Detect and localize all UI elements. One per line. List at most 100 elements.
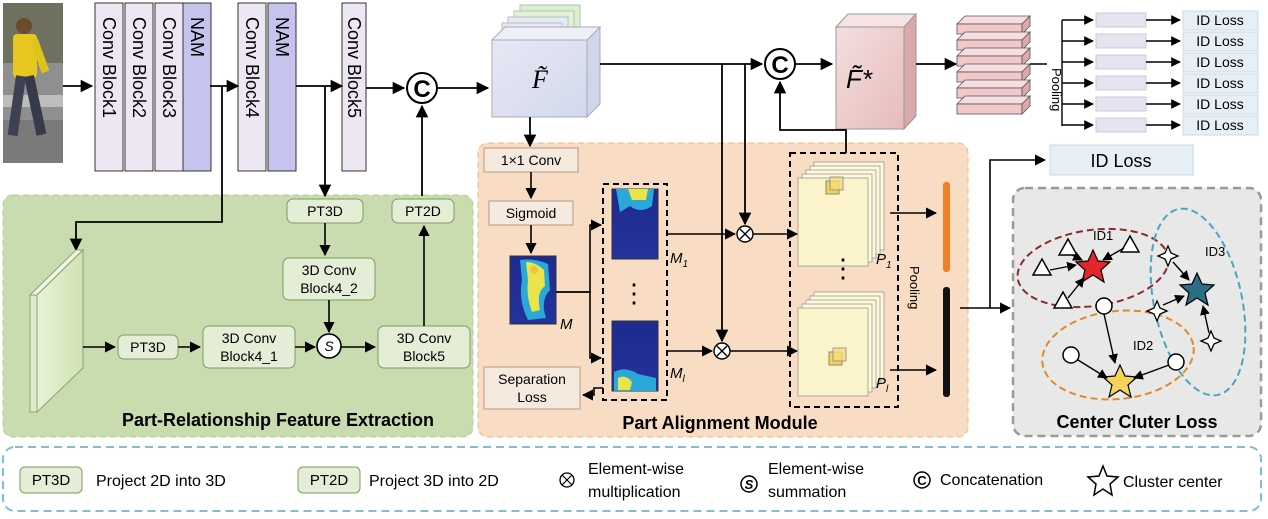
legend-pt3d-box — [19, 466, 83, 494]
center-star-id1 — [1074, 248, 1112, 284]
pooled-bar-orange — [943, 182, 950, 272]
svg-text:3D Conv: 3D Conv — [302, 262, 356, 278]
svg-text:C: C — [917, 473, 927, 488]
svg-text:C: C — [771, 52, 788, 79]
svg-text:C: C — [413, 76, 430, 103]
backbone-block-label-6: Conv Block5 — [344, 17, 364, 118]
legend-mult-icon — [559, 472, 575, 488]
ccl-region — [1011, 186, 1263, 438]
maps-ellipsis: ⋮ — [621, 278, 647, 308]
legend-concat-icon: C — [913, 471, 931, 489]
pooled-part-stack — [956, 15, 1031, 115]
id-loss-box — [1182, 52, 1259, 73]
backbone-block-label-4: Conv Block4 — [242, 17, 262, 118]
svg-text:3D Conv: 3D Conv — [397, 330, 451, 346]
backbone-block-label-1: Conv Block2 — [129, 17, 149, 118]
multiply-node-l — [713, 342, 731, 360]
legend-region — [2, 446, 1262, 512]
cluster-label-id1: ID1 — [1093, 228, 1113, 243]
feature-fstar-label: F̃* — [846, 64, 873, 94]
pt2d-box — [391, 198, 455, 224]
feature-f-stack: F̃ — [490, 4, 602, 119]
prfe-title: Part-Relationship Feature Extraction — [122, 410, 434, 430]
svg-text:PT2D: PT2D — [405, 203, 441, 219]
feature-f-label: F̃ — [531, 65, 549, 94]
svg-text:1×1 Conv: 1×1 Conv — [501, 152, 561, 168]
pooled-slice — [956, 103, 1023, 115]
concat-symbol-2: C — [764, 48, 796, 80]
svg-text:PT3D: PT3D — [307, 203, 343, 219]
pam-arrows — [525, 154, 1047, 401]
backbone-block-label-3: NAM — [187, 17, 207, 57]
part-features-frame — [789, 152, 899, 408]
separation-loss-box — [483, 366, 581, 410]
pam-pooling-label: Pooling — [907, 266, 922, 309]
backbone-block-5 — [267, 2, 297, 172]
svg-text:Element-wise: Element-wise — [768, 461, 864, 478]
svg-text:S: S — [745, 477, 754, 492]
svg-text:Loss: Loss — [517, 389, 547, 405]
ccl-clusters: ID1 ID3 ID2 — [1016, 207, 1247, 401]
ccl-arrows — [1049, 247, 1210, 380]
prfe-boxes: PT3D PT2D 3D Conv Block4_2 PT3D 3D Conv … — [117, 198, 471, 369]
input-pedestrian-image — [3, 3, 63, 163]
svg-text:S: S — [324, 338, 334, 354]
attention-map-l — [611, 320, 659, 392]
pam-title: Part Alignment Module — [622, 413, 817, 433]
backbone-block-label-5: NAM — [272, 17, 292, 57]
mask-map-m — [509, 255, 557, 325]
part-feature-pl — [797, 291, 885, 397]
legend-sum-icon: S — [740, 475, 758, 493]
svg-text:summation: summation — [768, 484, 846, 501]
id-loss-box — [1182, 94, 1259, 115]
svg-text:Block5: Block5 — [403, 348, 445, 364]
svg-text:Block4_1: Block4_1 — [220, 348, 278, 364]
id-loss-label: ID Loss — [1196, 75, 1243, 91]
backbone-block-6 — [341, 2, 367, 172]
svg-text:Separation: Separation — [498, 371, 566, 387]
svg-text:Sigmoid: Sigmoid — [506, 205, 557, 221]
head-arrows — [1030, 15, 1181, 130]
fc-box — [1095, 75, 1147, 91]
prfe-wall-feature — [28, 248, 85, 414]
mask-m-label: M — [560, 316, 573, 333]
fc-box — [1095, 33, 1147, 49]
parts-ellipsis: ⋮ — [830, 253, 856, 283]
fc-box — [1095, 96, 1147, 112]
id-loss-label: ID Loss — [1196, 96, 1243, 112]
feature-fstar-block: F̃* — [834, 12, 918, 131]
backbone-block-1 — [124, 2, 154, 172]
id-loss-label: ID Loss — [1196, 33, 1243, 49]
legend-pt2d-box — [297, 466, 361, 494]
id-loss-single — [1049, 144, 1194, 176]
ccl-title: Center Cluter Loss — [1056, 412, 1217, 432]
backbone-block-label-0: Conv Block1 — [99, 17, 119, 118]
cluster-id2-ellipse — [1041, 309, 1195, 401]
prfe-arrows — [83, 223, 430, 353]
prfe-region — [2, 194, 474, 438]
id-loss-box — [1182, 73, 1259, 94]
conv1x1-box — [483, 147, 579, 173]
fc-box — [1095, 117, 1147, 133]
svg-text:Element-wise: Element-wise — [588, 461, 684, 478]
pam-boxes: 1×1 Conv Sigmoid Separation Loss — [483, 147, 581, 410]
p1-label: P1 — [876, 251, 892, 271]
part-feature-p1 — [797, 161, 885, 267]
legend: PT3D Project 2D into 3D PT2D Project 3D … — [19, 461, 1223, 501]
fc-box — [1095, 54, 1147, 70]
svg-text:PT3D: PT3D — [130, 339, 166, 355]
multiply-node-1 — [736, 225, 754, 243]
backbone-block-0 — [94, 2, 124, 172]
id-loss-box — [1182, 31, 1259, 52]
svg-text:Project 3D into 2D: Project 3D into 2D — [369, 473, 499, 490]
pl-label: Pl — [876, 375, 889, 395]
id-loss-single-label: ID Loss — [1090, 151, 1151, 171]
svg-text:PT2D: PT2D — [310, 472, 349, 489]
svg-text:3D Conv: 3D Conv — [222, 330, 276, 346]
center-star-id3 — [1178, 271, 1216, 307]
svg-text:multiplication: multiplication — [588, 484, 680, 501]
sum-symbol — [316, 333, 342, 359]
